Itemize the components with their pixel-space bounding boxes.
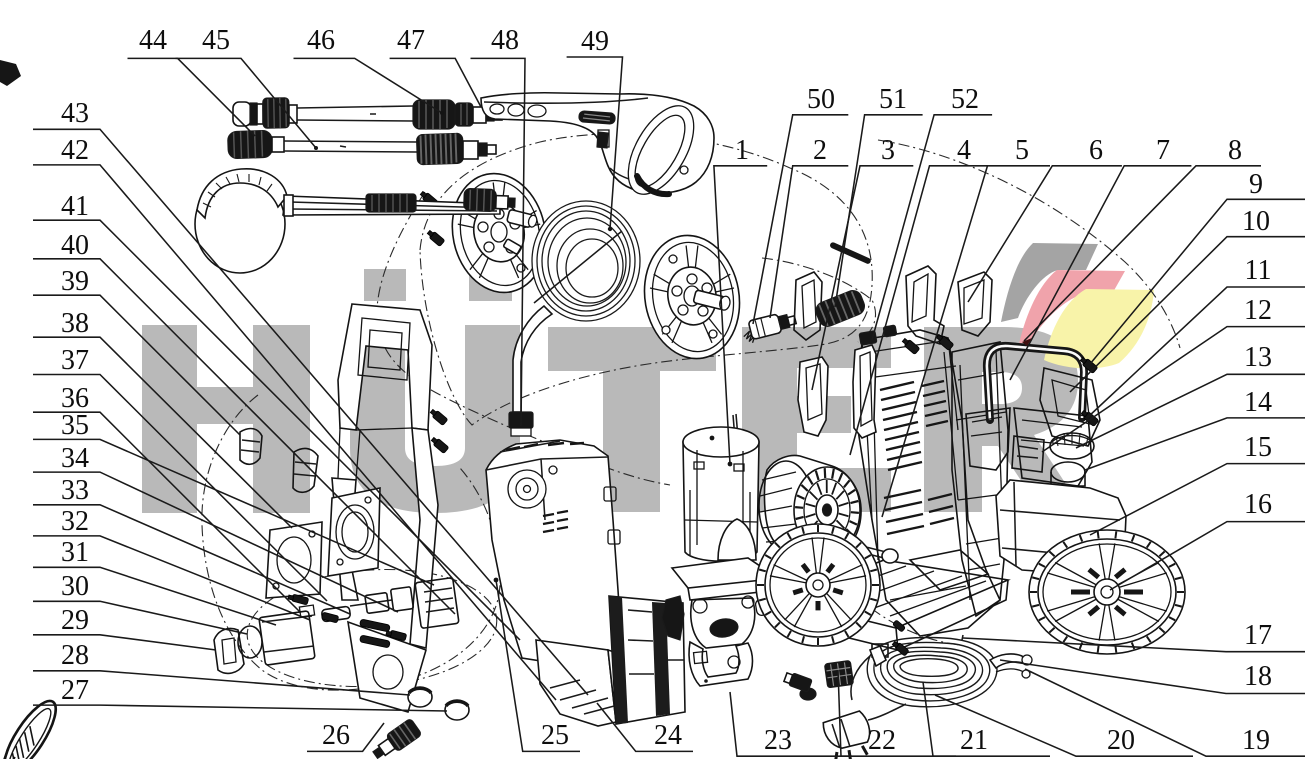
svg-text:51: 51 [879, 84, 907, 115]
svg-text:45: 45 [202, 25, 230, 56]
svg-text:49: 49 [581, 26, 609, 57]
svg-text:4: 4 [957, 135, 971, 166]
svg-text:34: 34 [61, 443, 89, 474]
svg-text:47: 47 [397, 25, 425, 56]
svg-text:24: 24 [654, 720, 682, 751]
svg-text:8: 8 [1228, 135, 1242, 166]
svg-text:36: 36 [61, 383, 89, 414]
svg-text:26: 26 [322, 720, 350, 751]
svg-text:50: 50 [807, 84, 835, 115]
svg-text:22: 22 [868, 725, 896, 756]
svg-text:21: 21 [960, 725, 988, 756]
svg-text:38: 38 [61, 308, 89, 339]
svg-text:6: 6 [1089, 135, 1103, 166]
svg-text:23: 23 [764, 725, 792, 756]
svg-text:9: 9 [1249, 169, 1263, 200]
svg-text:41: 41 [61, 191, 89, 222]
svg-text:39: 39 [61, 266, 89, 297]
svg-text:1: 1 [735, 135, 749, 166]
svg-text:10: 10 [1242, 206, 1270, 237]
svg-text:29: 29 [61, 605, 89, 636]
svg-text:12: 12 [1244, 295, 1272, 326]
svg-text:27: 27 [61, 675, 89, 706]
svg-text:30: 30 [61, 571, 89, 602]
svg-text:16: 16 [1244, 489, 1272, 520]
svg-text:19: 19 [1242, 725, 1270, 756]
svg-text:18: 18 [1244, 661, 1272, 692]
svg-text:44: 44 [139, 25, 167, 56]
svg-text:17: 17 [1244, 620, 1272, 651]
svg-text:7: 7 [1156, 135, 1170, 166]
svg-text:25: 25 [541, 720, 569, 751]
svg-text:37: 37 [61, 345, 89, 376]
svg-text:3: 3 [881, 135, 895, 166]
svg-text:13: 13 [1244, 342, 1272, 373]
svg-text:48: 48 [491, 25, 519, 56]
svg-text:46: 46 [307, 25, 335, 56]
svg-text:35: 35 [61, 410, 89, 441]
svg-text:40: 40 [61, 230, 89, 261]
svg-text:32: 32 [61, 506, 89, 537]
svg-text:31: 31 [61, 537, 89, 568]
svg-text:5: 5 [1015, 135, 1029, 166]
svg-text:11: 11 [1245, 255, 1272, 286]
svg-text:2: 2 [813, 135, 827, 166]
svg-text:43: 43 [61, 98, 89, 129]
svg-text:52: 52 [951, 84, 979, 115]
svg-text:20: 20 [1107, 725, 1135, 756]
svg-text:15: 15 [1244, 432, 1272, 463]
svg-text:33: 33 [61, 475, 89, 506]
svg-text:42: 42 [61, 135, 89, 166]
svg-text:28: 28 [61, 640, 89, 671]
svg-text:14: 14 [1244, 387, 1272, 418]
